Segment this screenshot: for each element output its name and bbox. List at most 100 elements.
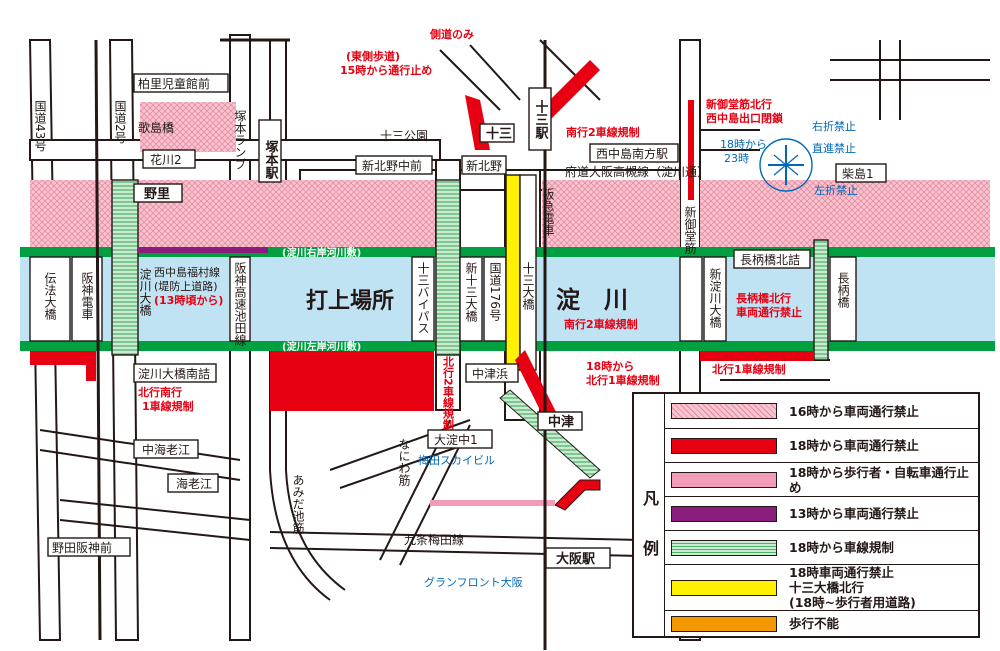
road-juso-ohashi: 十三大橋 — [521, 262, 535, 311]
place-fudou-line: 府道大阪高槻線（淀川通） — [565, 164, 709, 179]
place-grand-front: グランフロント大阪 — [424, 575, 523, 589]
juso-station-box — [528, 87, 552, 151]
place-ebie: 海老江 — [176, 476, 212, 491]
legend-item-pink: 18時から歩行者・自転車通行止め — [664, 462, 978, 496]
note-left-turn: 左折禁止 — [814, 183, 858, 197]
tsukamoto-station: 塚本駅 — [263, 140, 280, 180]
note-nishinaka-1: 西中島福村線 — [154, 265, 220, 279]
road-hanshin-ikeda: 阪神高速池田線 — [233, 262, 247, 346]
road-kokudo43: 国道43号 — [33, 100, 47, 151]
place-shibajima1: 柴島1 — [842, 166, 874, 181]
place-hanakawa2: 花川2 — [150, 152, 182, 167]
river-label: 淀 川 — [556, 286, 628, 314]
legend-swatch-orange — [671, 615, 777, 632]
note-east-walk-2: 15時から通行止め — [340, 63, 432, 77]
legend-text-green_lane: 18時から車線規制 — [789, 540, 894, 555]
place-umeda-sky: 梅田スカイビル — [418, 453, 495, 467]
note-from18-2: 北行1車線規制 — [586, 373, 660, 387]
right-bank-label: (淀川右岸河川敷) — [282, 246, 361, 259]
note-time-1: 18時から — [720, 138, 767, 151]
place-utashimabashi: 歌島橋 — [138, 120, 174, 135]
place-juso-koen: 十三公園 — [380, 129, 428, 143]
road-nagarabashi: 長柄橋 — [836, 272, 850, 309]
legend-item-red: 18時から車両通行禁止 — [664, 428, 978, 462]
place-nakatsu: 中津 — [548, 414, 574, 430]
closure-13-road — [138, 247, 268, 253]
note-from18-1: 18時から — [586, 359, 634, 373]
note-nishinaka-2: (堤防上道路) — [154, 279, 218, 293]
road-kokudo2: 国道2号 — [113, 100, 127, 144]
note-nagara-2: 車両通行禁止 — [736, 305, 802, 319]
legend-swatch-green_lane — [671, 539, 777, 556]
bridges — [29, 174, 857, 371]
place-noda-hanshin: 野田阪神前 — [52, 540, 112, 555]
road-juso-bypass: 十三バイパス — [416, 262, 430, 334]
legend-item-orange: 歩行不能 — [664, 610, 978, 636]
note-right-turn: 右折禁止 — [812, 119, 856, 133]
juso-station: 十三駅 — [533, 99, 550, 140]
place-juso: 十三 — [486, 126, 512, 142]
note-shinmido-1: 新御堂筋北行 — [706, 97, 772, 111]
legend-item-pink_hatch: 16時から車両通行禁止 — [664, 394, 978, 428]
legend-swatch-yellow — [671, 579, 777, 596]
place-labels: 柏里児童館前 歌島橋 花川2 野里 十三公園 新北野中前 十三 新北野 西中島南… — [47, 73, 887, 589]
place-hankyu: 阪急電車 — [541, 188, 555, 237]
legend-rows: 16時から車両通行禁止 18時から車両通行禁止 18時から歩行者・自転車通行止め 13… — [664, 394, 978, 636]
legend-text-yellow: 18時車両通行禁止十三大橋北行(18時~歩行者用道路) — [789, 565, 916, 610]
note-nankou2-b: 南行2車線規制 — [564, 317, 638, 331]
place-kujo-umeda: 九条梅田線 — [404, 532, 464, 547]
vertical-labels: 国道43号 国道2号 塚本ランプ 阪神高速池田線 伝法大橋 阪神電車 淀川大橋 … — [33, 100, 850, 346]
place-nakaebie: 中海老江 — [142, 442, 190, 457]
shibajima-intersection — [759, 138, 813, 192]
note-east-walk-1: (東側歩道) — [346, 49, 400, 63]
place-shinkitano-naka: 新北野中前 — [362, 158, 422, 173]
regulation-notes: 側道のみ (東側歩道) 15時から通行止め 南行2車線規制 新御堂筋北行 西中島… — [138, 27, 858, 430]
road-yodogawa-ohashi: 淀川大橋 — [138, 268, 152, 317]
note-nankou2: 南行2車線規制 — [566, 125, 640, 139]
legend-item-green_lane: 18時から車線規制 — [664, 530, 978, 564]
place-naniwasuji: なにわ筋 — [397, 438, 411, 487]
note-nagara-1: 長柄橋北行 — [736, 291, 791, 305]
road-hanshin-densha: 阪神電車 — [80, 272, 94, 321]
note-straight: 直進禁止 — [812, 141, 856, 155]
note-time-2: 23時 — [724, 152, 749, 165]
tsukamoto-station-box — [258, 119, 282, 183]
place-nishinakajima-minami: 西中島南方駅 — [596, 146, 668, 161]
road-densho-ohashi: 伝法大橋 — [43, 272, 57, 321]
note-nishinaka-3: (13時頃から) — [154, 293, 223, 307]
legend-swatch-red — [671, 437, 777, 454]
closure-18-zones — [30, 60, 814, 511]
legend-item-yellow: 18時車両通行禁止十三大橋北行(18時~歩行者用道路) — [664, 564, 978, 610]
note-kitakou2: 北行2車線規制 — [442, 355, 456, 431]
left-bank-label: (淀川左岸河川敷) — [282, 340, 361, 353]
legend-swatch-purple — [671, 505, 777, 522]
pedestrian-closure — [430, 500, 555, 506]
legend: 凡例 16時から車両通行禁止 18時から車両通行禁止 18時から歩行者・自転車通行止… — [632, 392, 980, 638]
place-shinkitano: 新北野 — [466, 158, 502, 173]
note-kitanan-1: 北行南行 — [138, 385, 182, 399]
place-kashiwazato: 柏里児童館前 — [138, 76, 210, 91]
place-nakatsuhama: 中津浜 — [472, 366, 508, 381]
legend-text-pink: 18時から歩行者・自転車通行止め — [789, 464, 969, 495]
note-kitanan-2: 1車線規制 — [142, 399, 194, 413]
legend-item-purple: 13時から車両通行禁止 — [664, 496, 978, 530]
legend-swatch-pink_hatch — [671, 403, 777, 419]
road-shin-juso-ohashi: 新十三大橋 — [464, 261, 478, 323]
osaka-station-box — [545, 547, 611, 569]
place-ayameike: あみだ池筋 — [291, 474, 305, 535]
legend-text-orange: 歩行不能 — [789, 616, 840, 631]
road-shin-yodogawa-ohashi: 新淀川大橋 — [708, 267, 722, 329]
venue-label: 打上場所 — [306, 289, 394, 314]
note-kitakou1: 北行1車線規制 — [712, 362, 786, 376]
road-tsukamoto-ramp: 塚本ランプ — [233, 110, 247, 170]
legend-text-pink_hatch: 16時から車両通行禁止 — [789, 403, 919, 419]
legend-text-red: 18時から車両通行禁止 — [789, 438, 919, 453]
place-yodogawa-ohashi-minami: 淀川大橋南詰 — [138, 366, 210, 381]
note-shinmido-2: 西中島出口閉鎖 — [706, 111, 784, 125]
place-nagarabashi-kitazume: 長柄橋北詰 — [740, 252, 800, 267]
legend-text-purple: 13時から車両通行禁止 — [789, 506, 919, 521]
nakatsu-lane-regulation — [499, 389, 601, 479]
road-kokudo176: 国道176号 — [488, 262, 502, 321]
legend-title: 凡例 — [642, 489, 659, 558]
